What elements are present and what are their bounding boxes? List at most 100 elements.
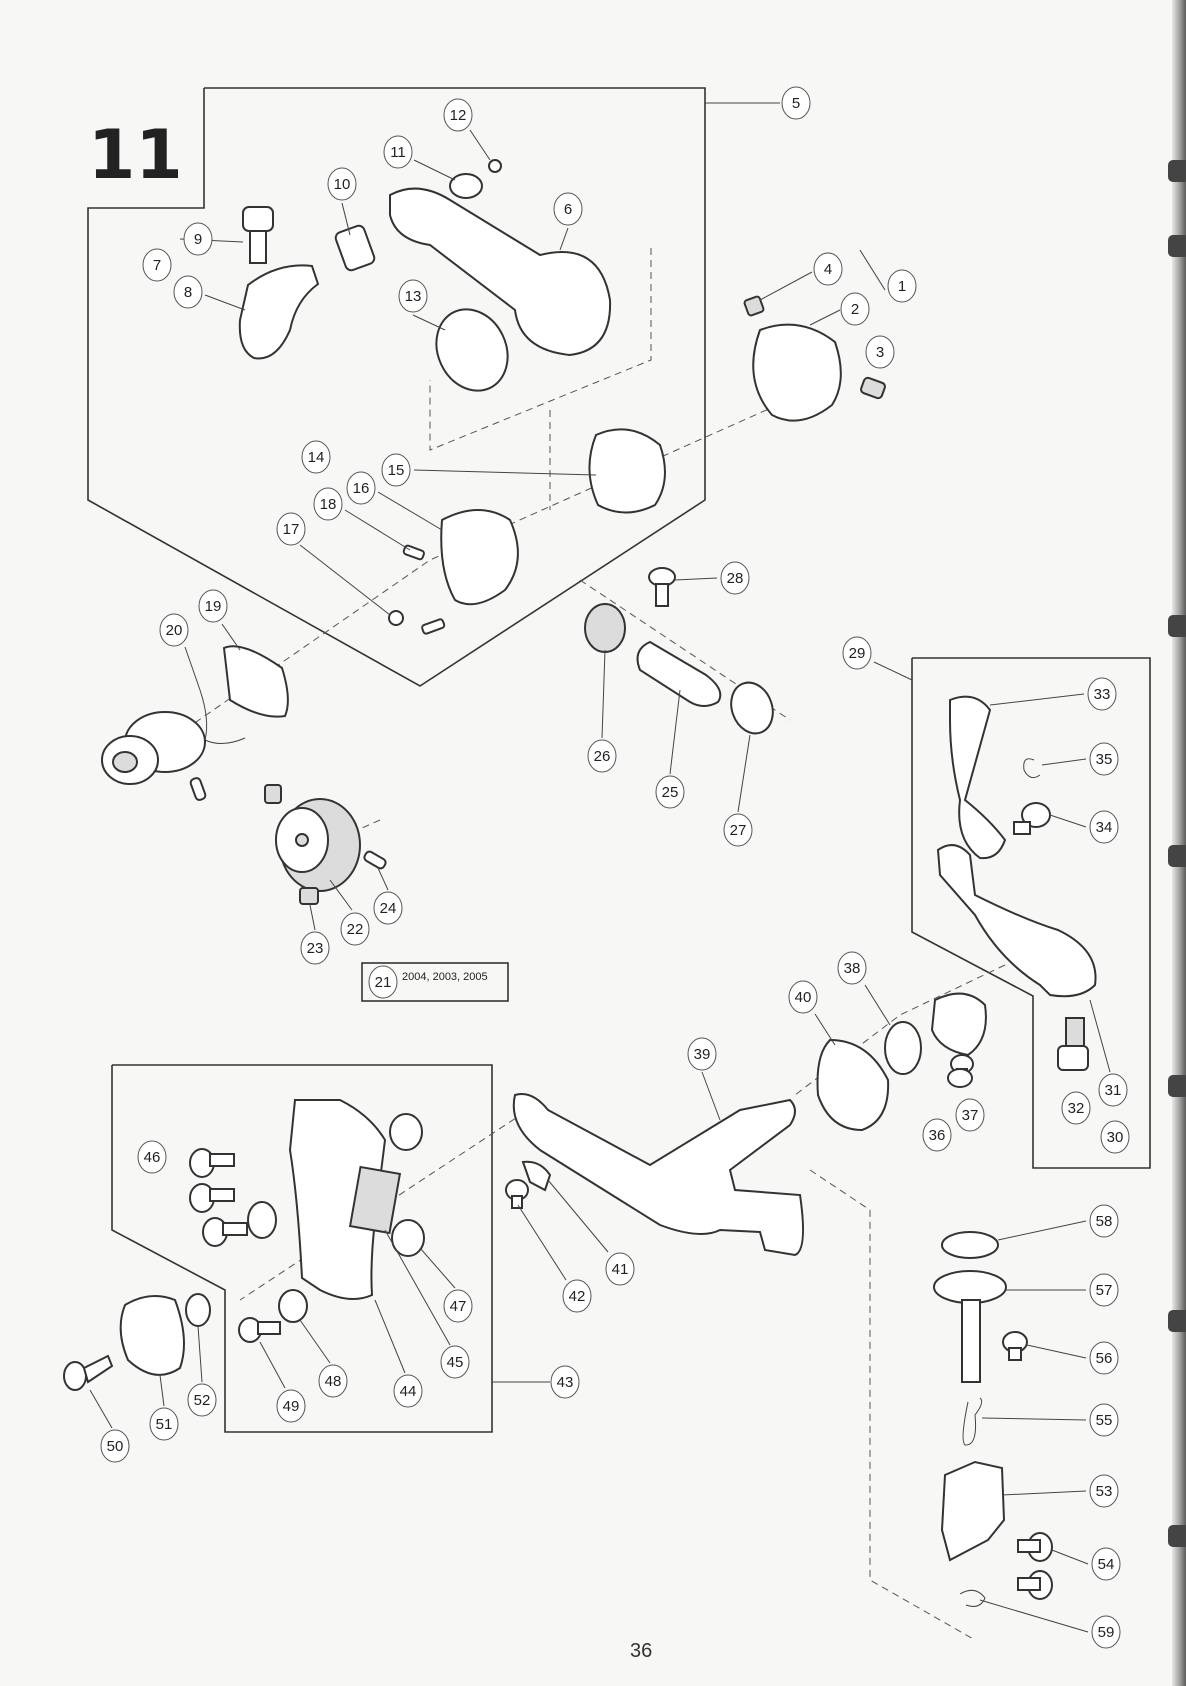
callout-35: 35 xyxy=(1090,743,1118,775)
leader-line-31 xyxy=(1090,1000,1110,1072)
callout-22: 22 xyxy=(341,913,369,945)
leader-line-25 xyxy=(670,690,680,774)
callout-label: 26 xyxy=(594,748,611,765)
callout-label: 31 xyxy=(1105,1082,1122,1099)
callout-label: 43 xyxy=(557,1374,574,1391)
callout-label: 1 xyxy=(898,278,906,295)
callout-label: 54 xyxy=(1098,1556,1115,1573)
part-screw-17 xyxy=(389,611,403,625)
leader-line-11 xyxy=(414,160,455,180)
part-lever-39 xyxy=(514,1094,803,1255)
callout-label: 47 xyxy=(450,1298,467,1315)
callout-label: 9 xyxy=(194,231,202,248)
leader-line-40 xyxy=(815,1014,835,1045)
callout-label: 57 xyxy=(1096,1282,1113,1299)
leader-line-23 xyxy=(310,905,315,930)
callout-label: 21 xyxy=(375,974,392,991)
leader-line-6 xyxy=(560,228,568,250)
callout-8: 8 xyxy=(174,276,202,308)
part-hub-assembly xyxy=(102,712,205,784)
callout-label: 7 xyxy=(153,257,161,274)
leader-line-20 xyxy=(185,647,200,690)
part-screw-54 xyxy=(1018,1533,1052,1599)
part-cap-27 xyxy=(724,677,779,740)
callout-label: 37 xyxy=(962,1107,979,1124)
part-arm-31 xyxy=(938,845,1096,996)
callout-label: 22 xyxy=(347,921,364,938)
leader-line-26 xyxy=(602,650,605,738)
callout-48: 48 xyxy=(319,1365,347,1397)
part-clip-35 xyxy=(1024,759,1040,778)
part-crank-8 xyxy=(240,265,318,358)
callout-label: 59 xyxy=(1098,1624,1115,1641)
callout-24: 24 xyxy=(374,892,402,924)
leader-line-44 xyxy=(375,1300,405,1373)
part-bushing-10 xyxy=(334,224,376,272)
part-knob-2 xyxy=(753,325,841,421)
callout-label: 6 xyxy=(564,201,572,218)
callout-25: 25 xyxy=(656,776,684,808)
leader-line-48 xyxy=(300,1320,330,1363)
leader-line-50 xyxy=(90,1390,112,1428)
callout-27: 27 xyxy=(724,814,752,846)
part-washer-52 xyxy=(186,1294,210,1326)
callout-label: 14 xyxy=(308,449,325,466)
part-screw-12 xyxy=(489,160,501,172)
part-screw-50 xyxy=(64,1356,112,1390)
callout-23: 23 xyxy=(301,932,329,964)
part-screw xyxy=(948,1069,972,1087)
callout-47: 47 xyxy=(444,1290,472,1322)
callout-label: 8 xyxy=(184,284,192,301)
callout-19: 19 xyxy=(199,590,227,622)
part-crank-screw-9 xyxy=(243,207,273,263)
part-spring-26 xyxy=(585,604,625,652)
callout-label: 50 xyxy=(107,1438,124,1455)
callout-37: 37 xyxy=(956,1099,984,1131)
callout-label: 4 xyxy=(824,261,832,278)
callout-11: 11 xyxy=(384,136,412,168)
leader-line-47 xyxy=(420,1248,455,1288)
callout-30: 30 xyxy=(1101,1121,1129,1153)
part-nut xyxy=(390,1114,422,1150)
callout-34: 34 xyxy=(1090,811,1118,843)
callout-33: 33 xyxy=(1088,678,1116,710)
part-cam-16 xyxy=(441,510,518,604)
part-pin-24 xyxy=(363,850,387,870)
part-gear-13 xyxy=(423,298,520,403)
callout-42: 42 xyxy=(563,1280,591,1312)
leader-line-33 xyxy=(990,694,1084,705)
part-washer-48 xyxy=(279,1290,307,1322)
callout-label: 53 xyxy=(1096,1483,1113,1500)
part-screw-49 xyxy=(239,1318,280,1342)
callout-40: 40 xyxy=(789,981,817,1013)
part-knob-40 xyxy=(818,1040,889,1130)
callout-label: 36 xyxy=(929,1127,946,1144)
leader-line-51 xyxy=(160,1375,164,1406)
sheet-number: 11 xyxy=(88,116,183,195)
leader-line-4 xyxy=(760,272,812,300)
leader-line-54 xyxy=(1052,1550,1088,1564)
callout-54: 54 xyxy=(1092,1548,1120,1580)
leader-line-29 xyxy=(874,662,912,680)
part-block-36 xyxy=(932,994,986,1055)
callout-15: 15 xyxy=(382,454,410,486)
callout-label: 16 xyxy=(353,480,370,497)
leader-line-27 xyxy=(738,735,750,812)
part-set-screw-3 xyxy=(860,377,886,400)
part-washer-11 xyxy=(450,174,482,198)
callout-58: 58 xyxy=(1090,1205,1118,1237)
leader-line-56 xyxy=(1027,1345,1086,1358)
callout-label: 19 xyxy=(205,598,222,615)
callout-14: 14 xyxy=(302,441,330,473)
callout-16: 16 xyxy=(347,472,375,504)
callout-18: 18 xyxy=(314,488,342,520)
callout-36: 36 xyxy=(923,1119,951,1151)
leader-line-8 xyxy=(205,295,245,310)
callout-38: 38 xyxy=(838,952,866,984)
page-number: 36 xyxy=(630,1640,652,1663)
callout-7: 7 xyxy=(143,249,171,281)
callout-17: 17 xyxy=(277,513,305,545)
leader-line-38 xyxy=(865,985,890,1025)
leader-line-13 xyxy=(413,315,445,330)
